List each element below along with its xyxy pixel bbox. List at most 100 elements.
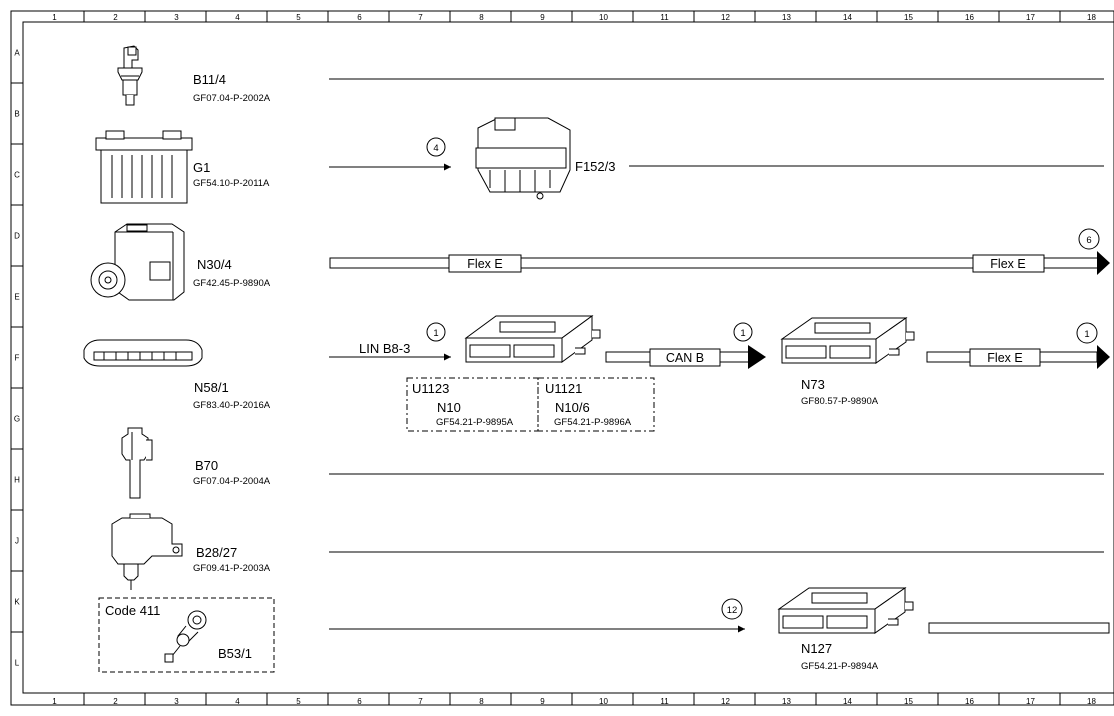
b70-label: B70 — [195, 458, 218, 473]
badge-12: 12 — [721, 598, 743, 620]
b70-ref: GF07.04-P-2004A — [193, 476, 271, 487]
pressure-sensor-icon — [111, 513, 183, 590]
grid-col-label: 18 — [1087, 13, 1096, 22]
grid-col-label: 5 — [296, 13, 301, 22]
n10-6-ref: GF54.21-P-9896A — [554, 417, 632, 428]
grid-row-label: H — [14, 476, 20, 485]
grid-labels: 1122334455667788991010111112121313141415… — [14, 13, 1097, 706]
grid-row-label: L — [15, 659, 20, 668]
b11-4-label: B11/4 — [193, 72, 226, 87]
grid-col-label: 12 — [721, 697, 730, 706]
u1121-label: U1121 — [545, 381, 582, 396]
grid-col-label: 9 — [540, 697, 545, 706]
flex-e-right-label: Flex E — [990, 257, 1025, 271]
grid-col-label: 5 — [296, 697, 301, 706]
n127-label: N127 — [801, 641, 832, 656]
badge-1-lin: 1 — [426, 322, 446, 342]
module-n73-icon — [780, 317, 915, 364]
n73-label: N73 — [801, 377, 825, 392]
battery-icon — [95, 130, 193, 204]
grid-col-label: 8 — [479, 697, 484, 706]
grid-col-label: 14 — [843, 697, 852, 706]
grid-col-label: 17 — [1026, 13, 1035, 22]
badge-4: 4 — [426, 137, 446, 157]
badge-4-text: 4 — [433, 143, 438, 154]
n127-ref: GF54.21-P-9894A — [801, 661, 879, 672]
grid-row-label: B — [14, 110, 19, 119]
grid-col-label: 2 — [113, 13, 118, 22]
g1-label: G1 — [193, 160, 210, 175]
n127-bus — [928, 622, 1110, 634]
component-b53-1: Code 411 B53/1 — [98, 597, 275, 673]
badge-1-flex: 1 — [1076, 322, 1098, 344]
badge-6: 6 — [1078, 228, 1100, 250]
grid-row-label: K — [14, 598, 20, 607]
grid-col-label: 7 — [418, 697, 423, 706]
grid-col-label: 11 — [660, 697, 669, 706]
grid-col-label: 15 — [904, 697, 913, 706]
fuse-box-icon — [475, 117, 571, 200]
module-n127-icon — [777, 587, 914, 634]
grid-col-label: 16 — [965, 13, 974, 22]
f152-3-label: F152/3 — [575, 159, 615, 174]
can-b-label: CAN B — [666, 351, 704, 365]
badge-6-text: 6 — [1086, 235, 1091, 246]
grid-col-label: 7 — [418, 13, 423, 22]
n10-6-label: N10/6 — [555, 400, 590, 415]
grid-col-label: 1 — [52, 13, 57, 22]
grid-col-label: 10 — [599, 13, 608, 22]
b28-27-ref: GF09.41-P-2003A — [193, 563, 271, 574]
temperature-sensor-icon — [117, 45, 143, 106]
control-panel-icon — [83, 339, 203, 367]
n58-1-ref: GF83.40-P-2016A — [193, 400, 271, 411]
grid-col-label: 16 — [965, 697, 974, 706]
grid-col-label: 3 — [174, 697, 179, 706]
grid-col-label: 6 — [357, 697, 362, 706]
n30-4-label: N30/4 — [197, 257, 232, 272]
grid-col-label: 6 — [357, 13, 362, 22]
flex-e-bus-n30: Flex E Flex E — [329, 251, 1110, 275]
flex-e-n73-label: Flex E — [987, 351, 1022, 365]
grid-row-label: J — [15, 537, 19, 546]
b11-4-ref: GF07.04-P-2002A — [193, 93, 271, 104]
grid-row-label: A — [14, 49, 20, 58]
grid-row-label: G — [14, 415, 20, 424]
grid-col-label: 11 — [660, 13, 669, 22]
badge-1-flex-text: 1 — [1084, 329, 1089, 340]
grid-col-label: 13 — [782, 697, 791, 706]
grid-col-label: 8 — [479, 13, 484, 22]
b53-1-label: B53/1 — [218, 646, 252, 661]
grid-col-label: 2 — [113, 697, 118, 706]
can-b-bus: CAN B — [605, 345, 766, 369]
component-f152-3: F152/3 — [475, 117, 615, 200]
grid-row-label: D — [14, 232, 20, 241]
drawing-frame — [10, 10, 1114, 706]
grid-col-label: 13 — [782, 13, 791, 22]
n10-ref: GF54.21-P-9895A — [436, 417, 514, 428]
component-b28-27: B28/27 GF09.41-P-2003A — [111, 513, 271, 590]
abs-unit-icon — [90, 223, 185, 301]
n73-ref: GF80.57-P-9890A — [801, 396, 879, 407]
grid-col-label: 3 — [174, 13, 179, 22]
grid-col-label: 10 — [599, 697, 608, 706]
badge-1-lin-text: 1 — [433, 328, 438, 339]
n10-label: N10 — [437, 400, 461, 415]
grid-row-label: E — [14, 293, 19, 302]
module-n10-icon — [464, 315, 601, 363]
grid-col-label: 15 — [904, 13, 913, 22]
grid-col-label: 4 — [235, 697, 240, 706]
grid-col-label: 14 — [843, 13, 852, 22]
grid-col-label: 18 — [1087, 697, 1096, 706]
n58-1-label: N58/1 — [194, 380, 229, 395]
b28-27-label: B28/27 — [196, 545, 237, 560]
flex-e-left-label: Flex E — [467, 257, 502, 271]
grid-row-label: F — [15, 354, 20, 363]
component-b11-4: B11/4 GF07.04-P-2002A — [117, 45, 271, 106]
component-n30-4: N30/4 GF42.45-P-9890A — [90, 223, 271, 301]
badge-12-text: 12 — [727, 605, 738, 616]
flex-e-bus-n73: Flex E — [926, 345, 1110, 369]
grid-ticks — [11, 11, 1061, 705]
grid-col-label: 12 — [721, 13, 730, 22]
component-g1: G1 GF54.10-P-2011A — [95, 130, 270, 204]
